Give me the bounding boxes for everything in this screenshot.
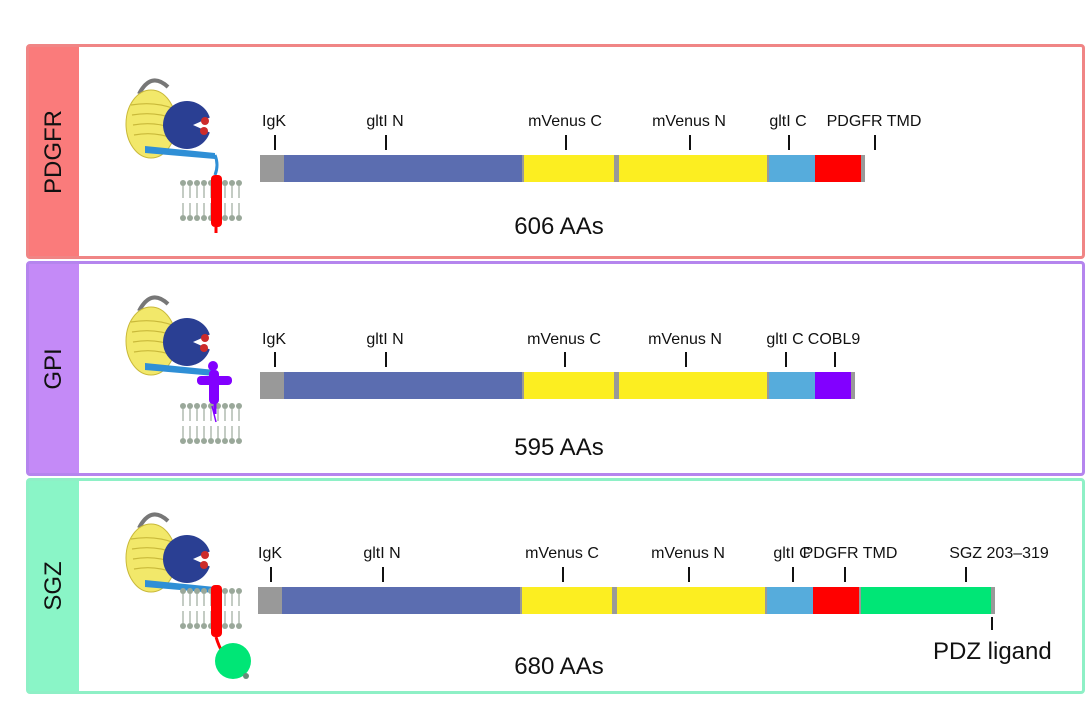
gpi-anchor-icon [197, 361, 232, 423]
domain-tick [844, 567, 846, 582]
domain-tick [274, 352, 276, 367]
construct-track: IgK gltI N mVenus C mVenus N gltI C PDGFR TMD [29, 47, 1087, 256]
domain-segment [815, 155, 861, 182]
domain-segment [813, 587, 859, 614]
domain-label: mVenus N [648, 331, 722, 348]
domain-label: SGZ 203–319 [949, 545, 1049, 562]
domain-tick [965, 567, 967, 582]
linker [213, 154, 219, 176]
domain-label: IgK [261, 331, 287, 348]
domain-label: mVenus C [527, 331, 601, 348]
sgz-anchor-cartoon [125, 512, 251, 679]
domain-tick [385, 135, 387, 150]
domain-segment [282, 587, 520, 614]
domain-segment [617, 587, 765, 614]
transmembrane-domain [211, 175, 222, 227]
domain-label: gltI N [363, 545, 401, 562]
domain-tick [562, 567, 564, 582]
domain-tick [385, 352, 387, 367]
domain-tick [792, 567, 794, 582]
domain-label: gltI N [366, 331, 404, 348]
domain-tick [685, 352, 687, 367]
domain-segment [769, 372, 815, 399]
domain-label: gltI C [773, 545, 811, 562]
pdgfr-anchor-cartoon [125, 78, 242, 233]
domain-label: mVenus N [652, 113, 726, 130]
domain-label: COBL9 [807, 331, 861, 348]
domain-segment [258, 587, 282, 614]
glutamate-sensor-icon [125, 512, 215, 593]
domain-label: mVenus C [528, 113, 602, 130]
domain-segment [524, 155, 614, 182]
panel-tab: PDGFR [29, 47, 79, 256]
lipid-bilayer [180, 403, 242, 444]
domain-segment [284, 155, 522, 182]
domain-tick [270, 567, 272, 582]
domain-tick [274, 135, 276, 150]
domain-tick [834, 352, 836, 367]
pdz-ligand-label: PDZ ligand [933, 638, 1052, 665]
domain-label: mVenus N [651, 545, 725, 562]
domain-segment [260, 155, 284, 182]
domain-label: gltI N [366, 113, 404, 130]
domain-label: IgK [257, 545, 283, 562]
sgz-domain-icon [215, 643, 251, 679]
domain-segment [815, 372, 851, 399]
domain-tick [874, 135, 876, 150]
domain-segment [284, 372, 522, 399]
domain-segment [619, 372, 767, 399]
transmembrane-domain [211, 585, 222, 637]
domain-segment [522, 587, 612, 614]
domain-tick [788, 135, 790, 150]
domain-label: mVenus C [525, 545, 599, 562]
construct-length-label: 680 AAs [514, 653, 604, 680]
domain-tick [565, 135, 567, 150]
domain-tick [688, 567, 690, 582]
domain-label: PDGFR TMD [802, 545, 898, 562]
domain-label: gltI C [769, 113, 807, 130]
panel-tab: SGZ [29, 481, 79, 691]
domain-segment [260, 372, 284, 399]
construct-length-label: 606 AAs [514, 213, 604, 240]
domain-segment [769, 155, 815, 182]
domain-label: IgK [261, 113, 287, 130]
domain-tick [689, 135, 691, 150]
domain-segment [619, 155, 767, 182]
domain-tick [382, 567, 384, 582]
construct-length-label: 595 AAs [514, 434, 604, 461]
domain-label: gltI C [766, 331, 804, 348]
domain-segment [861, 587, 991, 614]
domain-segment [767, 587, 813, 614]
gpi-anchor-cartoon [125, 295, 242, 444]
domain-tick [785, 352, 787, 367]
domain-tick [564, 352, 566, 367]
domain-segment [524, 372, 614, 399]
pdgfr-panel: PDGFR IgK gltI N mVenus C mVenus N gltI C PDG… [26, 44, 1085, 259]
glutamate-sensor-icon [125, 78, 215, 159]
glutamate-sensor-icon [125, 295, 215, 376]
pdz-ligand-tick [991, 617, 993, 630]
panel-tab: GPI [29, 264, 79, 473]
domain-label: PDGFR TMD [826, 113, 922, 130]
